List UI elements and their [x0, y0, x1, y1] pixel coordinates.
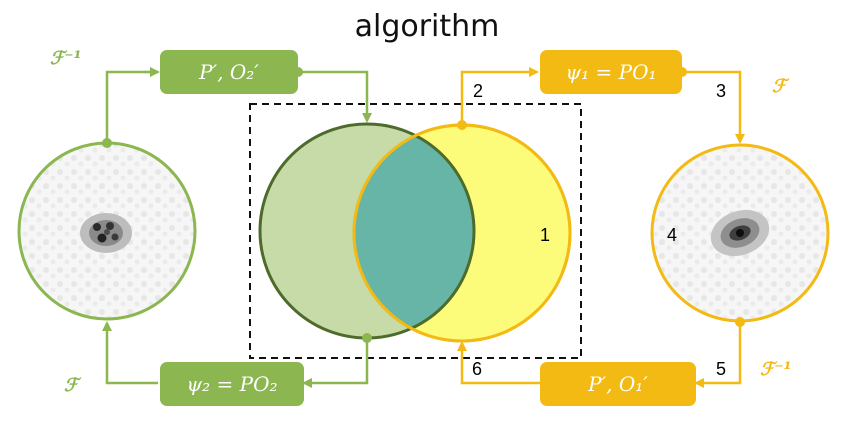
- operator-right-bottom: ℱ⁻¹: [760, 359, 792, 380]
- operator-right-top: ℱ: [772, 76, 790, 97]
- step-number-5: 5: [716, 359, 726, 379]
- svg-text:P′, O₂′: P′, O₂′: [198, 60, 259, 84]
- operator-left-bottom: ℱ: [64, 375, 82, 396]
- right-diffraction-circle: [650, 143, 830, 323]
- box-top-green: P′, O₂′: [160, 50, 298, 94]
- svg-text:P′, O₁′: P′, O₁′: [587, 372, 648, 396]
- green-connectors: [102, 67, 372, 388]
- step-number-1: 1: [540, 225, 550, 245]
- diagram-title: algorithm: [355, 9, 500, 44]
- overlap-region: [354, 125, 474, 338]
- step-number-2: 2: [473, 81, 483, 101]
- venn-diagram: [258, 122, 572, 343]
- diffraction-pattern-icon: [710, 209, 770, 257]
- diffraction-pattern-icon: [80, 213, 132, 253]
- operator-left-top: ℱ⁻¹: [50, 48, 82, 69]
- box-top-orange: ψ₁ = PO₁: [540, 50, 682, 94]
- box-bottom-orange: P′, O₁′: [540, 362, 696, 406]
- step-number-4: 4: [667, 225, 677, 245]
- step-number-3: 3: [716, 81, 726, 101]
- dashed-frame: [249, 103, 582, 359]
- svg-text:ψ₁ = PO₁: ψ₁ = PO₁: [565, 60, 656, 84]
- box-bottom-green: ψ₂ = PO₂: [160, 362, 304, 406]
- orange-connectors: [457, 67, 745, 388]
- left-diffraction-circle: [17, 141, 197, 321]
- svg-text:ψ₂ = PO₂: ψ₂ = PO₂: [186, 372, 277, 396]
- step-number-6: 6: [472, 359, 482, 379]
